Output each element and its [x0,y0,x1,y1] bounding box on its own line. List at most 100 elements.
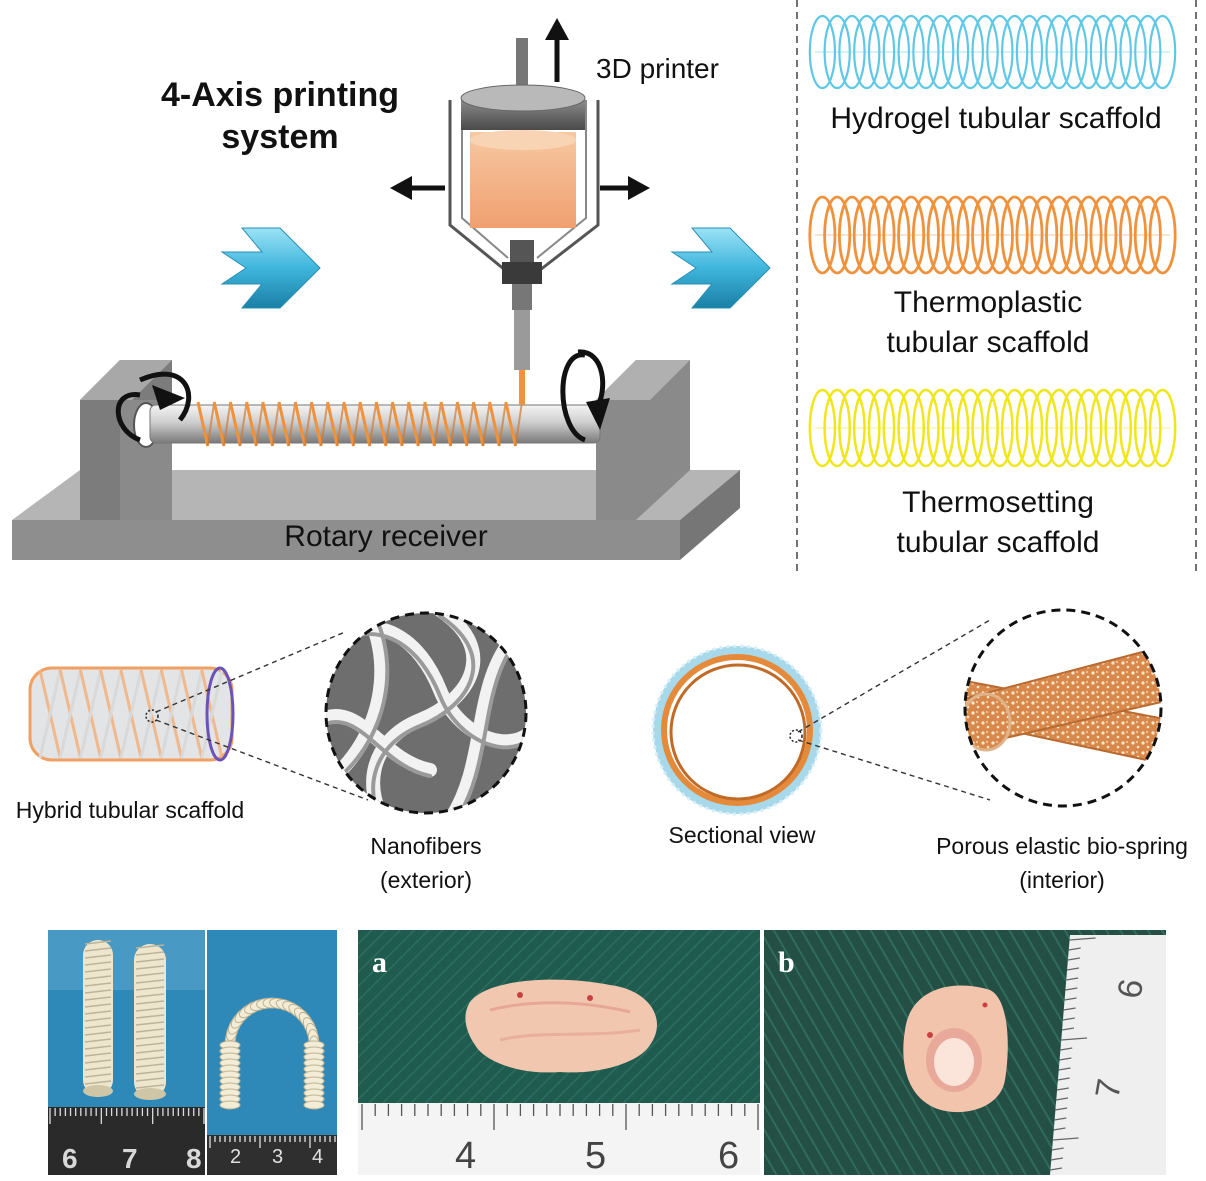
rod-coil-turn [228,401,242,447]
ruler-1-label-2: 8 [186,1143,202,1174]
rod-coil-turn [423,401,436,447]
tubeB-ring [135,1084,165,1089]
rod-coil-back [368,401,378,447]
ruler-4-tick [1060,1047,1073,1051]
nanofibers-zoom [324,611,528,815]
ruler-2-label-2: 4 [312,1146,323,1168]
tubeB-ring [135,986,165,991]
tissue-lumen [934,1038,974,1086]
ruler-3 [358,1103,760,1175]
tubeB-ring [135,1077,165,1082]
tubeA-ring [84,1038,112,1043]
tubeA-ring [84,968,112,973]
rod-coil-turn [196,401,210,447]
rod-coil-turn [293,401,307,447]
printing-system-diagram: Rotary receiver [12,349,740,560]
tubeA-ring [84,1003,112,1008]
arch-leg-ring [303,1100,325,1110]
scaffold-label-hydrogel: Hydrogel tubular scaffold [830,102,1161,135]
tubeA-ring [84,1045,112,1050]
arch-leg-ring [219,1100,241,1110]
tubeB-ring [135,1035,165,1040]
hybrid-fiber [200,669,224,759]
tubeA-ring [84,940,112,945]
tissue-sample-a [465,979,657,1073]
tubeB-ring [135,1028,165,1033]
ruler-4-tick [1056,1087,1069,1091]
rod-coil-back [336,401,345,447]
ruler-4-tick [1052,1137,1079,1141]
rod-coil-turn [277,401,291,447]
tubeB-ring [135,972,165,977]
ruler-3-label-1: 5 [585,1135,606,1177]
porous-label: Porous elastic bio-spring [936,833,1188,859]
rod-coil-back [482,401,491,447]
photo-b: 6 7 b [764,930,1166,1175]
ruler-4-tick [1055,1107,1068,1111]
tubeB-ring [135,1021,165,1026]
hybrid-fiber [99,669,123,759]
ruler-1-label-1: 7 [122,1143,138,1174]
ruler-2-label-1: 3 [272,1146,283,1168]
rod-coil-back [320,401,329,447]
printer-head: 3D printer [390,18,719,405]
receiver-label: Rotary receiver [284,520,487,553]
ruler-4-tick [1066,967,1080,971]
tubeB-ring [135,1000,165,1005]
hybrid-fiber [78,669,103,759]
rod-coil-back [384,401,394,447]
ruler-4 [1050,935,1166,1175]
porous-sublabel: (interior) [1019,867,1105,893]
ruler-4-tick [1054,1117,1067,1121]
rod-coil-back [271,401,280,447]
tubeA-ring [84,1059,112,1064]
scaffold-label-thermoplastic-2: tubular scaffold [887,326,1090,359]
rod-coil-back [239,401,248,447]
base-front [12,520,680,560]
base-top [12,470,740,520]
hybrid-fiber [180,669,204,759]
bent-tube [219,997,325,1110]
rod-coil-turn [309,401,323,447]
ruler-1-label-0: 6 [62,1143,78,1174]
scaffold-label-thermosetting-2: tubular scaffold [897,526,1100,559]
ruler-4-tick [1059,1057,1072,1061]
ruler-1 [48,1107,205,1175]
rod-coil-turn [326,401,339,447]
rod-coil-turn [245,401,258,447]
flow-arrow-left [220,227,321,309]
ruler-2-label-0: 2 [230,1146,241,1168]
rod-coil-back [433,401,442,447]
rod-coil-turn [504,401,517,447]
ruler-4-tick [1066,977,1079,981]
ruler-4-tick [1058,1067,1071,1071]
tubeA-ring [84,1073,112,1078]
ruler-4-tick [1053,1127,1066,1131]
rod-coil-turn [488,401,501,447]
tubeB-ring [135,1056,165,1061]
tubeA-ring [84,1080,112,1085]
tubeB-ring [135,993,165,998]
nozzle [514,310,530,370]
tubeB-ring [135,1007,165,1012]
rod-coil-back [401,401,410,447]
rod-coil-back [255,401,264,447]
rod-coil-back [449,401,459,447]
printed-tube-1 [83,940,113,1097]
rod-coil-turn [261,401,274,447]
rod-coil-back [465,401,475,447]
rod-coil-turn [407,401,420,447]
photo-a: 4 5 6 a [358,930,760,1177]
tubeB-ring [135,965,165,970]
hybrid-fiber [139,669,163,759]
tubeA-ring [84,975,112,980]
rod-coil-turn [390,401,404,447]
hybrid-label: Hybrid tubular scaffold [16,797,244,823]
hybrid-fiber [38,669,62,759]
sectional-label: Sectional view [668,822,815,848]
rod-coil-back [514,401,523,447]
nanofibers-sublabel: (exterior) [380,867,472,893]
tubeB-ring [135,951,165,956]
ruler-4-tick [1065,987,1078,991]
